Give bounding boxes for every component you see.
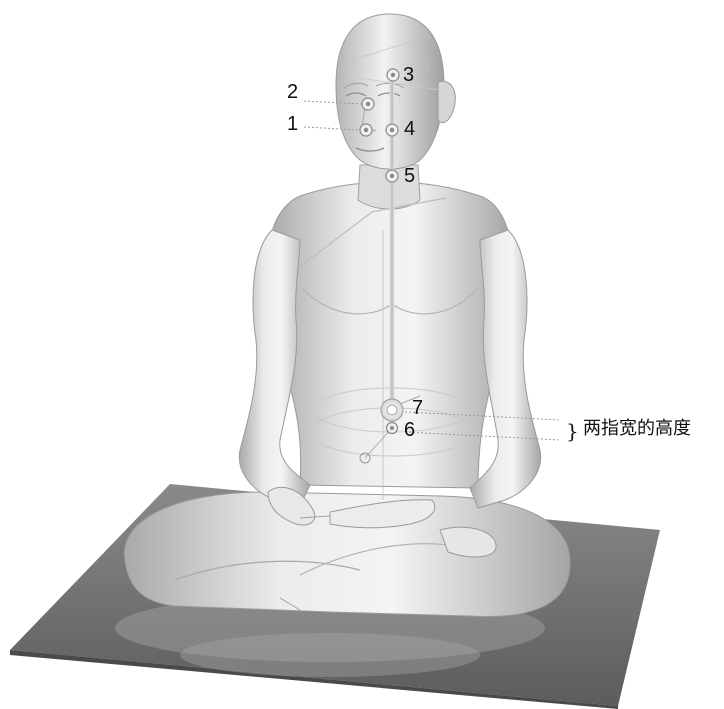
point-label-3: 3 [403,64,414,86]
marker-6 [387,423,398,434]
marker-7 [381,399,403,421]
point-label-2: 2 [287,81,298,103]
marker-4 [386,124,398,136]
height-note: 两指宽的高度 [583,418,691,439]
point-label-4: 4 [404,118,415,140]
height-brace: } [566,419,579,443]
point-label-7: 7 [412,397,423,419]
marker-5 [386,170,398,182]
marker-3 [387,69,399,81]
marker-1 [360,124,372,136]
seated-figure [124,14,570,617]
point-label-1: 1 [287,113,298,135]
height-annotation: } 两指宽的高度 [566,418,691,443]
marker-2 [362,98,374,110]
point-label-6: 6 [404,419,415,441]
point-label-5: 5 [404,165,415,187]
